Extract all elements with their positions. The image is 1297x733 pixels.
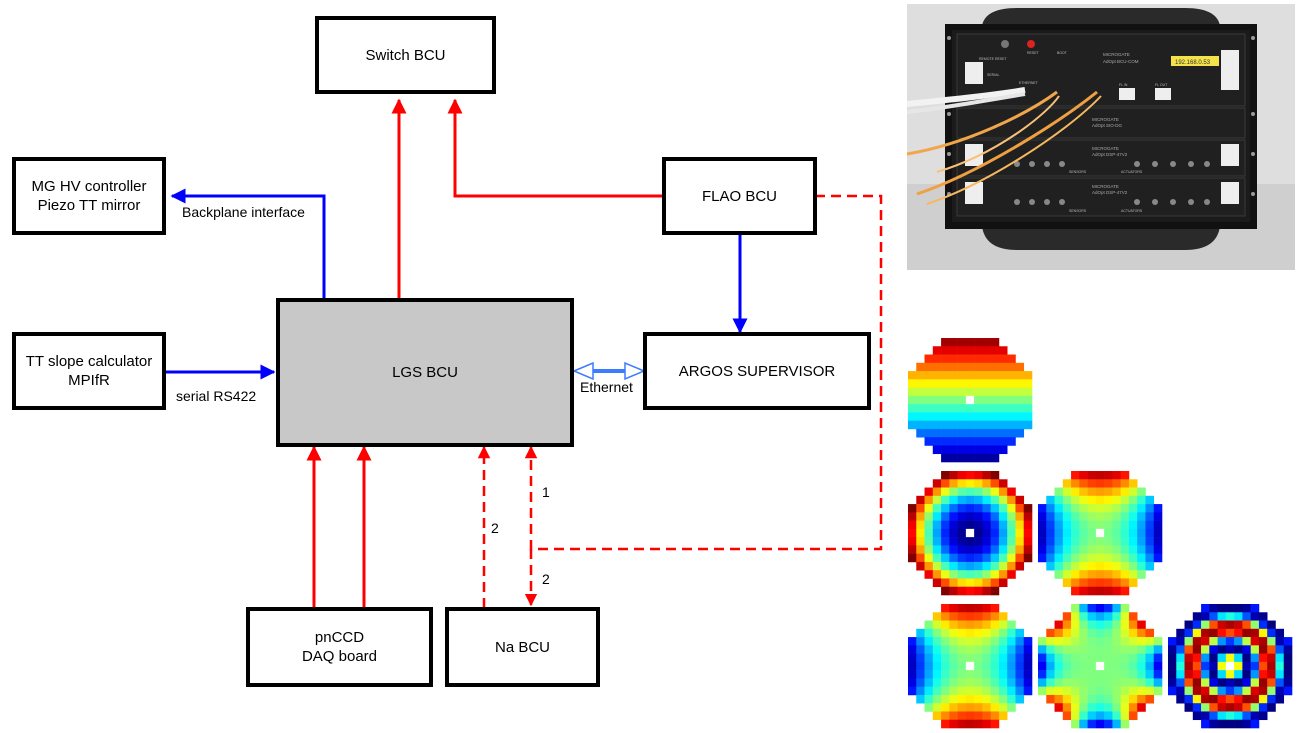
ethernet-link: [574, 363, 644, 379]
module-name-1: AdOpt BCU-COM: [1103, 59, 1139, 64]
dashed-link-number-1: 1: [542, 484, 550, 500]
mode-map-3: [1038, 471, 1162, 595]
flao-to-switch-link: [455, 100, 664, 196]
module-name-3: AdOpt DSP-47V2: [1092, 152, 1128, 157]
mode-map-2: [908, 471, 1032, 595]
dashed-link-number-2-right: 2: [542, 571, 550, 587]
tt-slope-label-line2: MPIfR: [68, 371, 110, 390]
brand-label-2: MICROGATE: [1092, 117, 1119, 122]
pnccd-label-line1: pnCCD: [315, 628, 364, 647]
mg-hv-label-line1: MG HV controller: [31, 177, 146, 196]
brand-label-1: MICROGATE: [1103, 52, 1130, 57]
flao-bcu-label: FLAO BCU: [702, 187, 777, 206]
mode-map-4: [908, 604, 1032, 728]
brand-label-4: MICROGATE: [1092, 184, 1119, 189]
module-name-2: AdOpt SIO-DG: [1092, 123, 1123, 128]
na-bcu-label: Na BCU: [495, 638, 550, 657]
panel-label-sensors-2: SENSORS: [1069, 209, 1087, 213]
mg-hv-label-line2: Piezo TT mirror: [38, 196, 141, 215]
panel-label-sensors-1: SENSORS: [1069, 170, 1087, 174]
panel-label-fl-in: FL IN: [1119, 83, 1128, 87]
panel-label-actuators-2: ACTUATORS: [1121, 209, 1143, 213]
mode-pattern-maps: [900, 335, 1297, 733]
tt-slope-calculator-box: TT slope calculator MPIfR: [12, 332, 166, 410]
panel-label-reset: RESET: [1027, 51, 1040, 55]
mode-map-1: [908, 338, 1032, 462]
switch-bcu-box: Switch BCU: [315, 16, 496, 94]
dashed-link-number-2-left: 2: [491, 520, 499, 536]
argos-supervisor-box: ARGOS SUPERVISOR: [643, 332, 871, 410]
module-name-4: AdOpt DSP-47V2: [1092, 190, 1128, 195]
flao-bcu-box: FLAO BCU: [662, 157, 817, 235]
lgs-bcu-label: LGS BCU: [392, 363, 458, 382]
serial-rs422-label: serial RS422: [176, 388, 256, 404]
panel-label-ethernet: ETHERNET: [1019, 81, 1039, 85]
mode-map-6: [1168, 604, 1292, 728]
panel-label-boot: BOOT: [1057, 51, 1068, 55]
panel-label-remote-reset: REMOTE RESET: [979, 57, 1007, 61]
na-bcu-box: Na BCU: [445, 607, 600, 687]
pnccd-daq-box: pnCCD DAQ board: [246, 607, 433, 687]
tt-slope-label-line1: TT slope calculator: [26, 352, 152, 371]
argos-supervisor-label: ARGOS SUPERVISOR: [679, 362, 835, 381]
brand-label-3: MICROGATE: [1092, 146, 1119, 151]
switch-bcu-label: Switch BCU: [365, 46, 445, 65]
bcu-crate-photo: 192.168.0.53 MICROGATE AdOpt BCU-COM MIC…: [907, 4, 1295, 270]
lgs-bcu-box: LGS BCU: [276, 298, 574, 447]
panel-label-actuators-1: ACTUATORS: [1121, 170, 1143, 174]
pnccd-label-line2: DAQ board: [302, 647, 377, 666]
ip-label: 192.168.0.53: [1175, 60, 1211, 66]
backplane-interface-label: Backplane interface: [182, 204, 305, 220]
ethernet-label: Ethernet: [580, 379, 633, 395]
panel-label-fl-out: FL OUT: [1155, 83, 1168, 87]
panel-label-serial: SERIAL: [987, 73, 1000, 77]
mode-map-5: [1038, 604, 1162, 728]
mg-hv-controller-box: MG HV controller Piezo TT mirror: [12, 157, 166, 235]
